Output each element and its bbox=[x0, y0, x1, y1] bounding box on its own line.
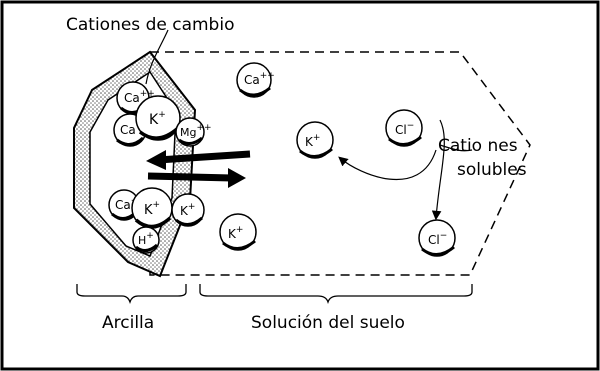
svg-text:K+: K+ bbox=[228, 225, 243, 241]
solution-ion-cl-1: Cl− bbox=[385, 109, 423, 147]
soil-solution-label: Solución del suelo bbox=[251, 313, 405, 333]
exchange-cations-pointer bbox=[145, 29, 169, 85]
svg-text:Ca++: Ca++ bbox=[244, 71, 275, 87]
soil-solution-brace bbox=[199, 284, 473, 305]
svg-text:Mg++: Mg++ bbox=[180, 123, 212, 139]
svg-text:H+: H+ bbox=[138, 231, 154, 247]
exchange-ion-h: H+ bbox=[132, 226, 160, 254]
exchange-arrow-left bbox=[146, 150, 251, 170]
exchange-cations-label: Cationes de cambio bbox=[66, 15, 234, 35]
soil-solution-boundary bbox=[149, 51, 531, 276]
solution-ion-ca: Ca++ bbox=[236, 62, 275, 98]
exchange-ion-k-1: K+ bbox=[135, 95, 181, 141]
svg-text:K+: K+ bbox=[149, 110, 166, 128]
exchange-ion-k-3: K+ bbox=[171, 193, 205, 227]
svg-text:Ca++: Ca++ bbox=[124, 89, 155, 105]
svg-text:K+: K+ bbox=[305, 133, 320, 149]
clay-label: Arcilla bbox=[102, 313, 154, 333]
svg-text:K+: K+ bbox=[144, 200, 160, 218]
exchange-ion-ca-3: Ca++ bbox=[108, 189, 146, 221]
solution-ion-k-2: K+ bbox=[219, 213, 257, 251]
soluble-pointer-cl bbox=[431, 119, 445, 221]
soluble-pointer-main bbox=[439, 144, 473, 152]
soluble-cations-label-line2: solubles bbox=[457, 160, 527, 180]
exchange-ion-mg: Mg++ bbox=[175, 117, 212, 147]
exchange-arrow-right bbox=[147, 168, 246, 188]
svg-text:K+: K+ bbox=[180, 202, 195, 218]
svg-text:Cl−: Cl− bbox=[395, 121, 414, 137]
solution-ion-cl-2: Cl− bbox=[418, 219, 456, 257]
svg-text:Cl−: Cl− bbox=[428, 231, 447, 247]
exchange-ion-k-2: K+ bbox=[131, 187, 173, 229]
soluble-pointer-k bbox=[338, 149, 437, 181]
solution-ion-k-1: K+ bbox=[296, 121, 334, 159]
soluble-cations-label-line1: Catio nes bbox=[438, 136, 518, 156]
clay-brace bbox=[76, 284, 187, 305]
